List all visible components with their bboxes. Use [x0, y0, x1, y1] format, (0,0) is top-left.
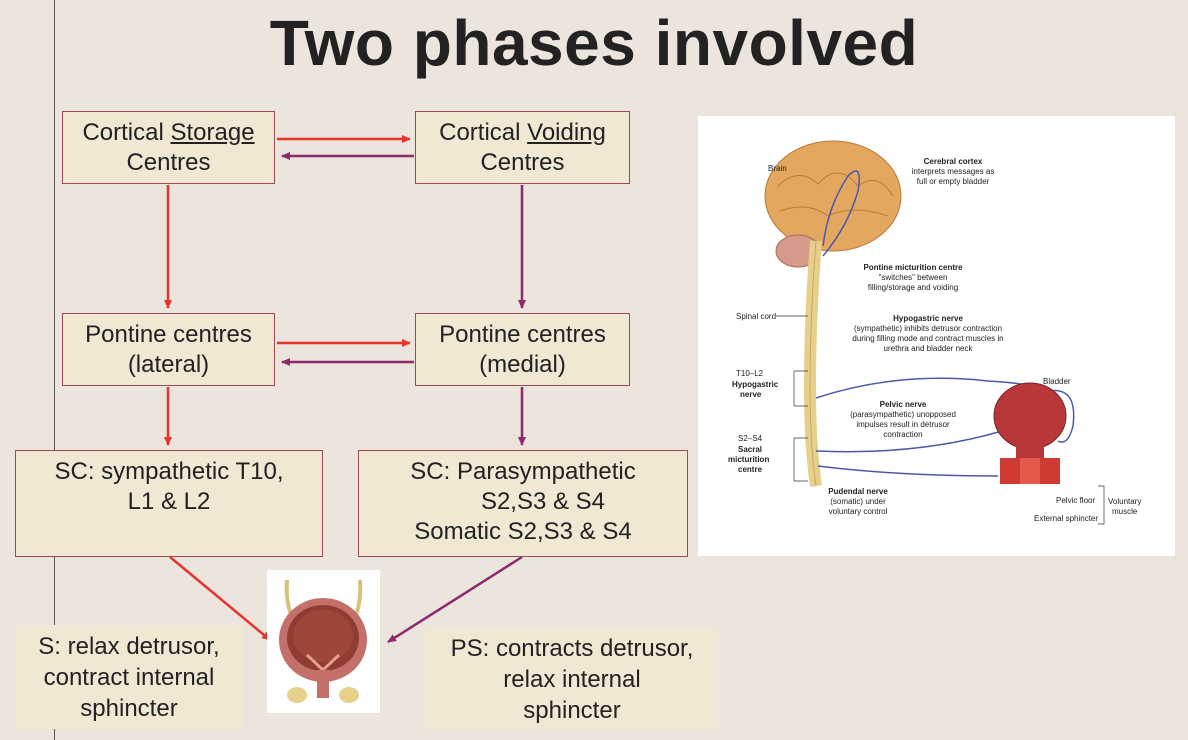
parasympathetic-effect-note: PS: contracts detrusor, relax internal s…: [426, 628, 718, 730]
svg-text:Sacral: Sacral: [738, 445, 762, 454]
label-t10-l2: T10–L2: [736, 369, 764, 378]
svg-text:micturition: micturition: [728, 455, 769, 464]
sc-parasympathetic-box: SC: Parasympathetic S2,S3 & S4 Somatic S…: [358, 450, 688, 557]
label-pudendal-nerve: Pudendal nerve: [828, 487, 888, 496]
pontine-medial-line1: Pontine centres: [439, 320, 606, 348]
sc-sympathetic-line1: SC: sympathetic T10,: [54, 458, 284, 485]
micturition-pathway-illustration: Brain Cerebral cortex interprets message…: [698, 116, 1175, 556]
sc-parasympathetic-line3: Somatic S2,S3 & S4: [414, 518, 632, 545]
svg-text:"switches" between: "switches" between: [879, 273, 948, 282]
sympathetic-effect-note: S: relax detrusor, contract internal sph…: [15, 625, 243, 729]
label-brain: Brain: [768, 164, 787, 173]
pontine-lateral-box: Pontine centres (lateral): [62, 313, 275, 386]
pontine-medial-line2: (medial): [479, 350, 566, 378]
cortical-voiding-keyword: Voiding: [527, 118, 606, 146]
label-spinal-cord: Spinal cord: [736, 312, 776, 321]
svg-text:impulses result in detrusor: impulses result in detrusor: [856, 420, 950, 429]
svg-text:interprets messages as: interprets messages as: [912, 167, 995, 176]
svg-text:Voluntary: Voluntary: [1108, 497, 1141, 506]
svg-text:contraction: contraction: [883, 430, 922, 439]
svg-text:muscle: muscle: [1112, 507, 1138, 516]
sc-sympathetic-box: SC: sympathetic T10, L1 & L2: [15, 450, 323, 557]
label-cerebral-cortex: Cerebral cortex: [924, 157, 983, 166]
label-s2-s4: S2–S4: [738, 434, 763, 443]
svg-text:voluntary control: voluntary control: [829, 507, 888, 516]
cortical-storage-line2: Centres: [126, 148, 211, 176]
pontine-lateral-line1: Pontine centres: [85, 320, 252, 348]
arrow-parasympathetic-to-bladder: [387, 555, 523, 644]
svg-text:centre: centre: [738, 465, 763, 474]
cortical-voiding-box: Cortical Voiding Centres: [415, 111, 630, 184]
sc-sympathetic-line2: L1 & L2: [127, 488, 211, 515]
sc-parasympathetic-line1: SC: Parasympathetic: [410, 458, 636, 485]
svg-text:during filling mode and contra: during filling mode and contract muscles…: [852, 334, 1003, 343]
cortical-storage-box: Cortical Storage Centres: [62, 111, 275, 184]
pontine-medial-box: Pontine centres (medial): [415, 313, 630, 386]
svg-text:filling/storage and voiding: filling/storage and voiding: [868, 283, 958, 292]
cortical-voiding-line2: Centres: [480, 148, 565, 176]
sympathetic-effect-line2: contract internal: [43, 663, 215, 691]
purple-arrows: [281, 152, 526, 644]
cortical-voiding-prefix: Cortical: [439, 118, 528, 146]
slide-title: Two phases involved: [269, 7, 919, 79]
arrow-sympathetic-to-bladder: [169, 556, 271, 641]
slide-margin-line: [54, 0, 55, 740]
red-arrows: [164, 135, 411, 641]
svg-text:nerve: nerve: [740, 390, 762, 399]
label-external-sphincter: External sphincter: [1034, 514, 1098, 523]
svg-text:(parasympathetic) unopposed: (parasympathetic) unopposed: [850, 410, 956, 419]
label-bladder: Bladder: [1043, 377, 1071, 386]
svg-text:Hypogastric: Hypogastric: [732, 380, 779, 389]
parasympathetic-effect-line2: relax internal: [503, 665, 641, 693]
svg-text:full or empty bladder: full or empty bladder: [917, 177, 990, 186]
bladder-image: [267, 570, 380, 713]
label-pelvic-nerve: Pelvic nerve: [880, 400, 927, 409]
svg-text:urethra and bladder neck: urethra and bladder neck: [884, 344, 974, 353]
sc-parasympathetic-line2: S2,S3 & S4: [480, 488, 606, 515]
svg-text:(sympathetic) inhibits detruso: (sympathetic) inhibits detrusor contract…: [854, 324, 1002, 333]
sympathetic-effect-line3: sphincter: [80, 694, 178, 722]
label-pontine-centre: Pontine micturition centre: [863, 263, 963, 272]
sympathetic-effect-line1: S: relax detrusor,: [38, 632, 220, 660]
label-hypogastric-nerve: Hypogastric nerve: [893, 314, 963, 323]
parasympathetic-effect-line3: sphincter: [523, 696, 621, 724]
pontine-lateral-line2: (lateral): [127, 350, 210, 378]
cortical-storage-prefix: Cortical: [82, 118, 171, 146]
parasympathetic-effect-line1: PS: contracts detrusor,: [450, 634, 694, 662]
cortical-storage-keyword: Storage: [170, 118, 255, 146]
svg-text:(somatic) under: (somatic) under: [830, 497, 886, 506]
label-pelvic-floor: Pelvic floor: [1056, 496, 1095, 505]
